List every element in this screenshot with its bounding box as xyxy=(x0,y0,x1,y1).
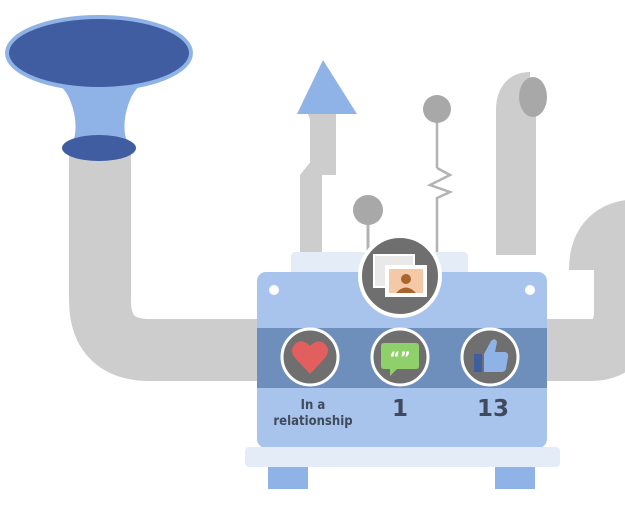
heart-icon xyxy=(280,327,340,387)
machine-base xyxy=(245,447,560,467)
thumbs-up-icon xyxy=(460,327,520,387)
antenna-zigzag xyxy=(426,166,454,255)
machine-foot-left xyxy=(268,467,308,489)
funnel-collar xyxy=(62,135,136,161)
intake-pipe xyxy=(69,150,270,381)
funnel-rim xyxy=(7,17,191,89)
small-knob xyxy=(353,195,383,225)
like-count: 13 xyxy=(476,396,509,422)
quote-speech-bubble-icon: “” xyxy=(370,327,430,387)
svg-text:“”: “” xyxy=(389,348,410,367)
exhaust-pipe xyxy=(496,72,537,255)
up-arrow-icon xyxy=(297,60,357,114)
antenna-knob xyxy=(423,95,451,123)
machine-foot-right xyxy=(495,467,535,489)
comment-count: 1 xyxy=(391,396,408,422)
profile-photo-icon xyxy=(358,234,442,318)
exhaust-pipe-right-curve xyxy=(569,200,625,272)
